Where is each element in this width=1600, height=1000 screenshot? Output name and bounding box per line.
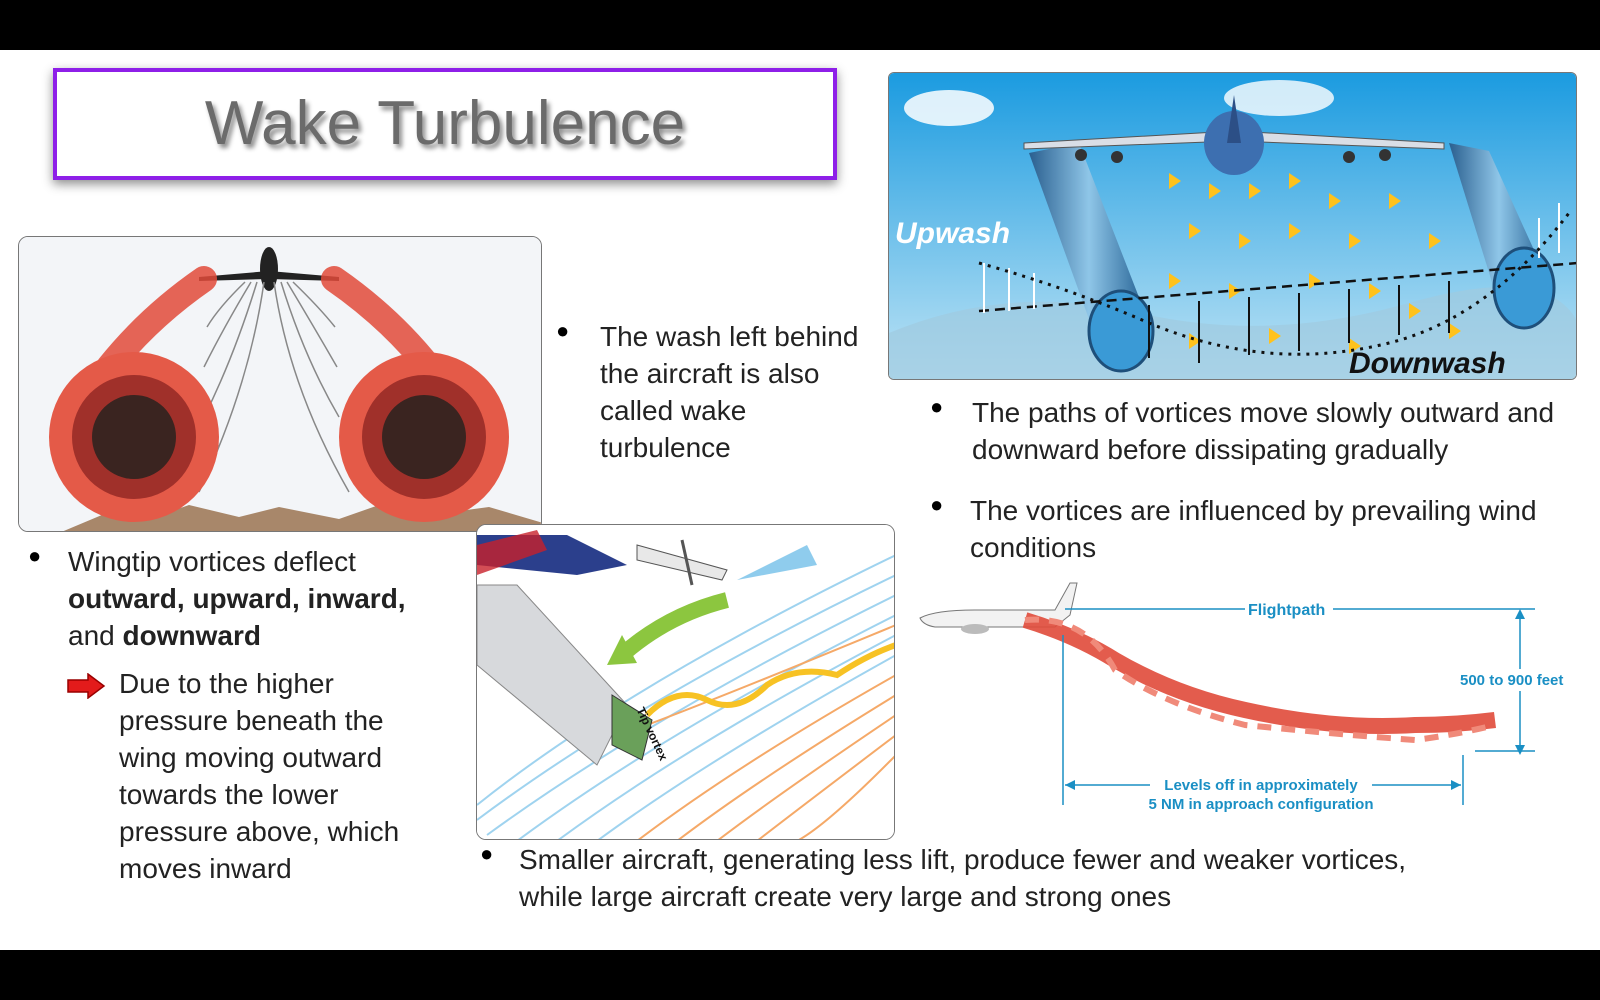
upwash-label: Upwash — [895, 217, 1010, 250]
wingtip-text: Wingtip vortices deflect outward, upward… — [68, 546, 406, 651]
flightpath-label: Flightpath — [1248, 602, 1325, 619]
page-title: Wake Turbulence — [204, 89, 686, 158]
bullet-dot: ● — [930, 492, 944, 517]
bullet-paths: ● The paths of vortices move slowly outw… — [930, 394, 1570, 468]
red-arrow-icon — [67, 673, 106, 699]
tip-vortex-figure: Tip vortex — [476, 524, 895, 840]
wash-text: The wash left behind the aircraft is als… — [600, 321, 859, 463]
bullet-wind: ● The vortices are influenced by prevail… — [930, 492, 1570, 566]
slide: Wake Turbulence — [0, 50, 1600, 950]
levels-off-label: Levels off in approximately — [1164, 777, 1358, 794]
bullet-dot: ● — [556, 318, 570, 343]
paths-text: The paths of vortices move slowly outwar… — [972, 397, 1555, 465]
bullet-pressure: Due to the higher pressure beneath the w… — [66, 665, 466, 887]
bullet-wingtip: ● Wingtip vortices deflect outward, upwa… — [28, 543, 468, 654]
wingtip-vortex-figure — [18, 236, 542, 532]
approach-config-label: 5 NM in approach configuration — [1148, 796, 1373, 813]
wind-text: The vortices are influenced by prevailin… — [970, 495, 1537, 563]
smaller-text: Smaller aircraft, generating less lift, … — [519, 844, 1407, 912]
bullet-smaller: ● Smaller aircraft, generating less lift… — [480, 841, 1480, 915]
altitude-label: 500 to 900 feet — [1460, 672, 1563, 689]
bullet-dot: ● — [930, 394, 944, 419]
flightpath-figure: Flightpath 500 to 900 feet Levels off in… — [915, 575, 1585, 827]
bullet-wash: ● The wash left behind the aircraft is a… — [556, 318, 886, 466]
title-box: Wake Turbulence — [53, 68, 837, 180]
pressure-text: Due to the higher pressure beneath the w… — [119, 668, 400, 884]
bullet-dot: ● — [480, 841, 494, 866]
bullet-dot: ● — [28, 543, 42, 568]
downwash-label: Downwash — [1349, 347, 1506, 380]
wash-figure: Upwash Downwash — [888, 72, 1577, 380]
